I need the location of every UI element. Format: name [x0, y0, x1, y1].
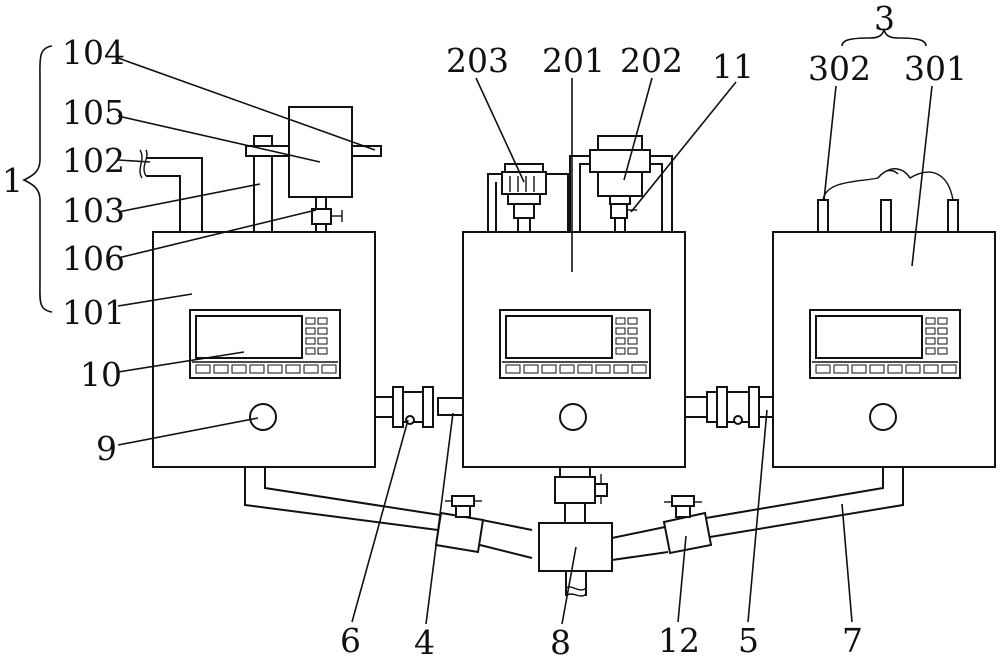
leader-lines: [22, 27, 933, 625]
label-301: 301: [904, 49, 967, 88]
pipe-102: [146, 157, 203, 232]
label-103: 103: [62, 191, 125, 230]
pipe-right-2: [611, 526, 669, 561]
leader-103: [117, 183, 261, 213]
label-12: 12: [658, 621, 700, 660]
reference-labels: 1 3 104 105 102 103 106 101 10 9 203 201…: [2, 0, 967, 661]
center-drain-top: [559, 466, 591, 478]
leader-9: [117, 417, 259, 446]
knob-9: [249, 403, 277, 431]
leader-104: [117, 57, 376, 151]
label-104: 104: [62, 33, 125, 72]
knob-right: [869, 403, 897, 431]
center-unit: [462, 135, 686, 468]
electrode-mid: [880, 199, 892, 233]
control-panel-right: [809, 309, 961, 379]
leader-106: [117, 209, 317, 259]
leader-8: [561, 546, 577, 625]
leader-6: [351, 419, 409, 623]
label-7: 7: [842, 621, 863, 660]
leader-12: [677, 535, 687, 623]
label-302: 302: [808, 49, 871, 88]
pipe-102-break: [139, 149, 148, 179]
control-panel-center: [499, 309, 651, 379]
label-10: 10: [80, 355, 122, 394]
center-valve: [554, 476, 596, 504]
shaft-106: [315, 196, 327, 210]
label-106: 106: [62, 239, 125, 278]
right-unit: [772, 168, 996, 468]
valve-106: [311, 208, 332, 225]
leader-202: [623, 77, 653, 181]
leader-5: [747, 409, 768, 623]
valve-left: [434, 495, 485, 554]
leader-302: [823, 85, 837, 201]
left-unit: [139, 106, 382, 468]
leader-7: [841, 503, 853, 623]
leader-11: [630, 81, 737, 213]
brace-3: [841, 27, 927, 47]
motor-203: [504, 163, 544, 173]
label-9: 9: [96, 429, 117, 468]
pipe-right: [705, 467, 904, 538]
label-6: 6: [340, 621, 361, 660]
leader-203: [475, 77, 525, 183]
valve-106-base: [315, 223, 327, 233]
label-202: 202: [620, 41, 683, 80]
label-8: 8: [550, 623, 571, 661]
cable-loop: [877, 169, 899, 179]
motor-203-body: [501, 171, 547, 195]
connector-5: [684, 386, 774, 428]
leader-4: [425, 412, 454, 625]
label-203: 203: [446, 41, 509, 80]
motor-202: [589, 149, 651, 173]
leader-301: [911, 85, 933, 267]
brace-1: [22, 45, 53, 313]
leader-105: [117, 115, 321, 163]
label-4: 4: [414, 623, 435, 661]
electrode-302: [817, 199, 829, 233]
pipe-left: [244, 467, 441, 531]
label-1: 1: [2, 161, 23, 200]
valve-11: [610, 203, 628, 219]
label-201: 201: [542, 41, 605, 80]
connector-6: [374, 386, 464, 428]
electrode-right: [947, 199, 959, 233]
label-5: 5: [738, 621, 759, 660]
leader-101: [117, 293, 193, 307]
drain-outlet: [565, 571, 587, 596]
cable: [822, 168, 954, 201]
label-105: 105: [62, 93, 125, 132]
label-11: 11: [712, 47, 754, 86]
motor-104: [288, 106, 353, 198]
leader-10: [117, 351, 245, 373]
valve-12: [662, 495, 713, 555]
control-panel-10: [189, 309, 341, 379]
frame-right: [569, 155, 673, 232]
label-102: 102: [62, 141, 125, 180]
label-101: 101: [62, 293, 125, 332]
knob-center: [559, 403, 587, 431]
pipe-left-2: [479, 519, 533, 559]
label-3: 3: [874, 0, 895, 38]
leader-102: [117, 159, 151, 163]
bottom-piping: [244, 466, 904, 597]
